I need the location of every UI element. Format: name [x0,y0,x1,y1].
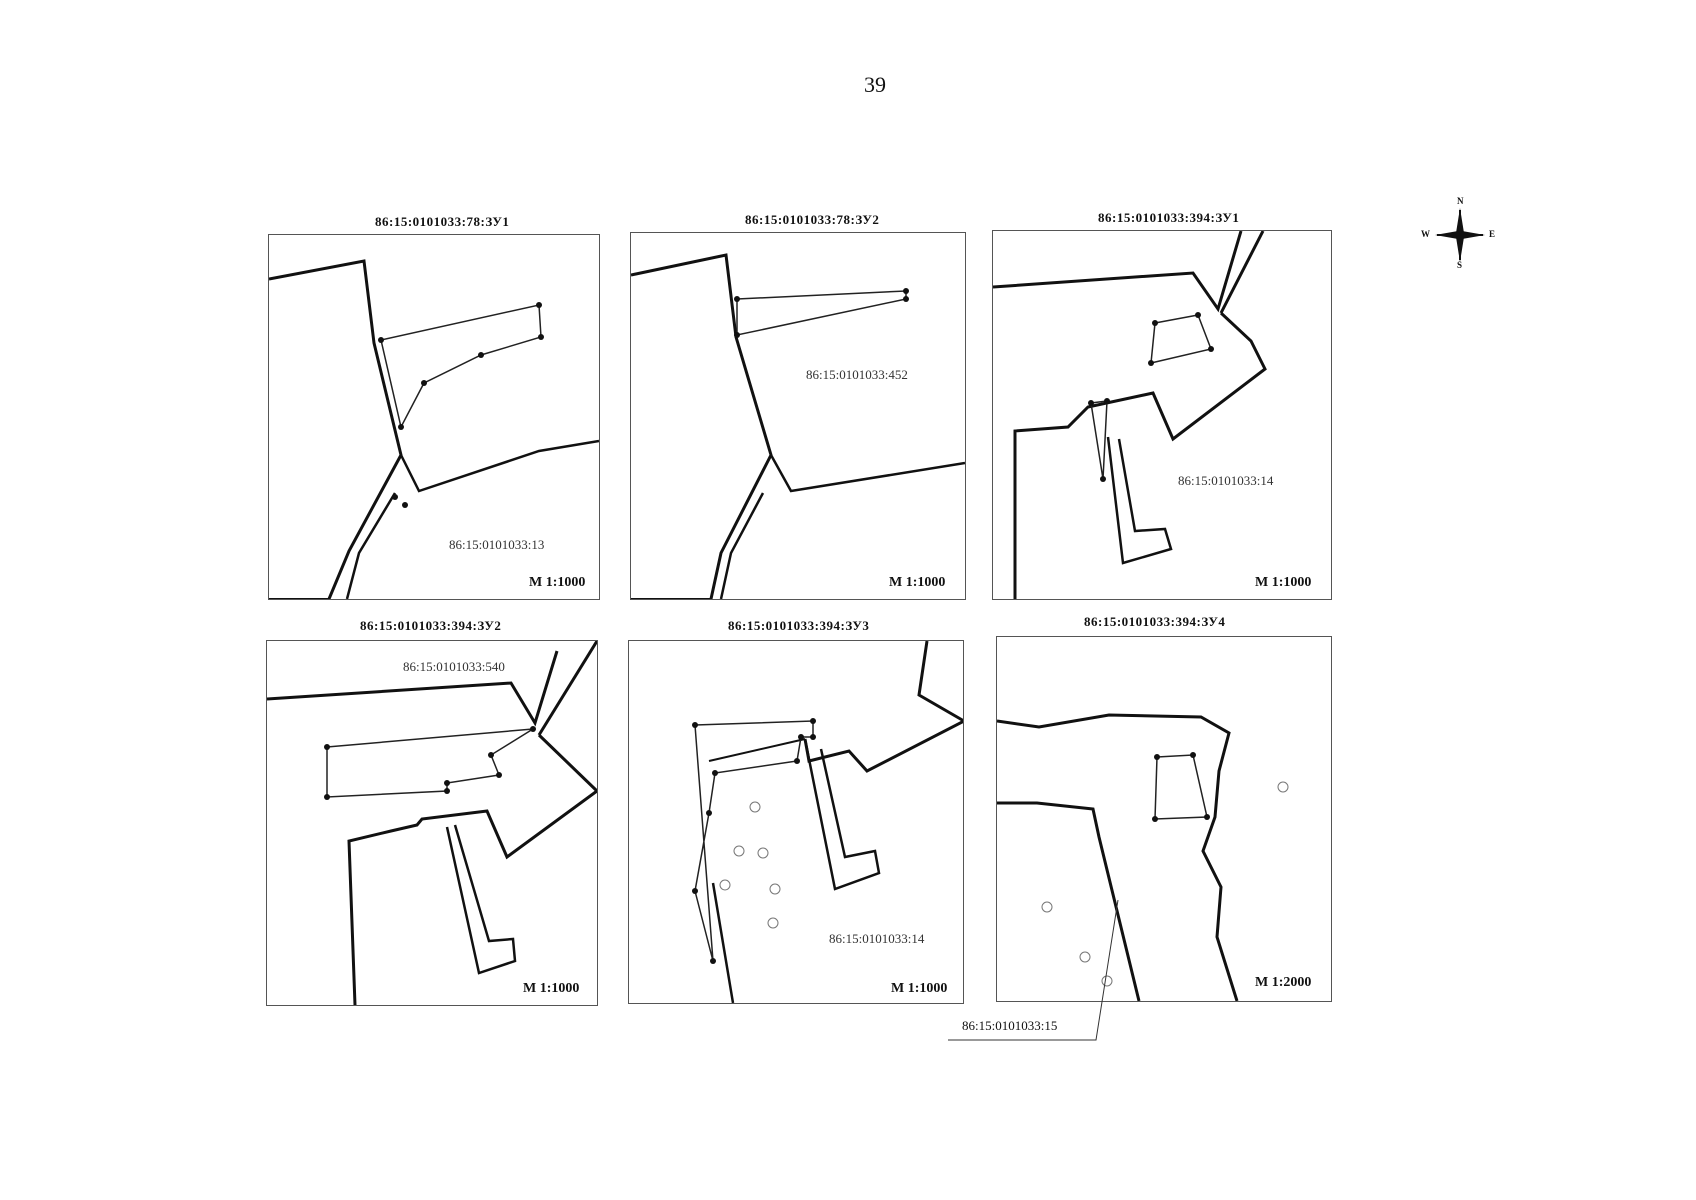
panel-title-6: 86:15:0101033:394:ЗУ4 [1084,614,1226,629]
parcel-label-3: 86:15:0101033:14 [1178,473,1274,488]
compass-rose-icon: N S W E [1421,196,1496,270]
scale-label-1: М 1:1000 [529,575,586,590]
scale-label-6: М 1:2000 [1255,975,1312,990]
map-panel-4: 86:15:0101033:540 М 1:1000 [266,640,598,1006]
map-panel-3: 86:15:0101033:14 М 1:1000 [992,230,1332,600]
map-drawing-3 [993,231,1267,599]
panel-title-3: 86:15:0101033:394:ЗУ1 [1098,210,1240,225]
scale-label-5: М 1:1000 [891,981,948,996]
parcel-label-5: 86:15:0101033:14 [829,931,925,946]
scale-label-2: М 1:1000 [889,575,946,590]
map-drawing-6 [997,713,1289,1001]
panel-title-1: 86:15:0101033:78:ЗУ1 [375,214,510,229]
scale-label-4: М 1:1000 [523,981,580,996]
compass-south: S [1457,260,1463,270]
parcel-label-2: 86:15:0101033:452 [806,367,908,382]
scale-label-3: М 1:1000 [1255,575,1312,590]
map-drawing-2 [631,253,965,599]
panel-title-5: 86:15:0101033:394:ЗУ3 [728,618,870,633]
map-panel-5: 86:15:0101033:14 М 1:1000 [628,640,964,1004]
page-number: 39 [864,72,886,97]
parcel-label-1: 86:15:0101033:13 [449,537,545,552]
compass-north: N [1457,196,1464,206]
map-panel-1: 86:15:0101033:13 М 1:1000 [268,234,600,600]
map-panel-6: М 1:2000 [996,636,1332,1002]
compass-east: E [1489,229,1496,239]
bottom-parcel-callout: 86:15:0101033:15 [962,1018,1058,1033]
panel-title-4: 86:15:0101033:394:ЗУ2 [360,618,502,633]
panel-title-2: 86:15:0101033:78:ЗУ2 [745,212,880,227]
map-drawing-4 [267,641,597,1005]
compass-west: W [1421,229,1430,239]
callout-leader-line [948,900,1119,1041]
map-drawing-5 [692,641,963,1003]
parcel-label-4: 86:15:0101033:540 [403,659,505,674]
map-panel-2: 86:15:0101033:452 М 1:1000 [630,232,966,600]
map-drawing-1 [269,259,599,599]
